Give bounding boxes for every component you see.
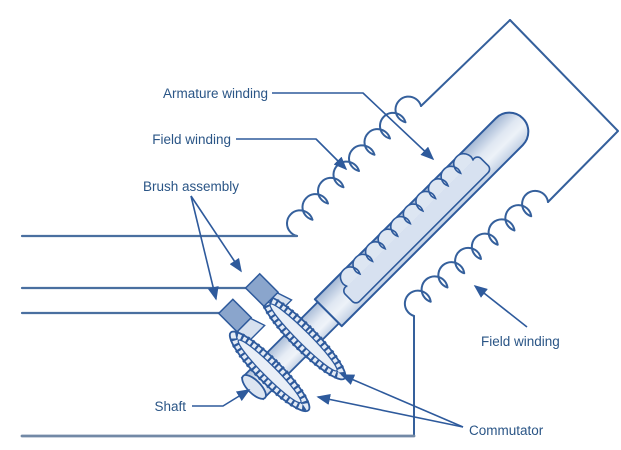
label-shaft: Shaft bbox=[154, 399, 186, 414]
commutator-ring-left bbox=[228, 330, 311, 413]
pointer-shaft bbox=[192, 389, 251, 407]
frame-right-edge bbox=[509, 19, 619, 203]
pointer-field-winding-right bbox=[473, 285, 528, 328]
label-commutator: Commutator bbox=[469, 423, 544, 438]
pointer-brush-upper bbox=[190, 195, 242, 273]
label-armature-winding: Armature winding bbox=[163, 86, 268, 101]
outer-circuit bbox=[286, 19, 619, 437]
pointer-commutator-left-ring bbox=[316, 393, 464, 428]
rotor-assembly bbox=[217, 111, 530, 413]
pointer-field-winding-left bbox=[236, 138, 348, 171]
pointer-commutator-right-ring bbox=[340, 374, 464, 428]
label-brush-assembly: Brush assembly bbox=[143, 179, 239, 194]
armature-winding-loops bbox=[339, 152, 475, 288]
brush-upper bbox=[244, 272, 280, 308]
frame-left-edge bbox=[420, 19, 511, 107]
lead-wires bbox=[20, 234, 416, 438]
label-field-winding-right: Field winding bbox=[481, 334, 560, 349]
field-coil-left bbox=[286, 95, 422, 237]
brush-lower bbox=[217, 298, 253, 333]
labels: Armature winding Field winding Brush ass… bbox=[143, 86, 560, 438]
pointer-lines bbox=[190, 92, 528, 428]
pointer-brush-lower bbox=[190, 195, 219, 301]
label-field-winding-left: Field winding bbox=[152, 132, 231, 147]
pointer-armature-winding bbox=[272, 92, 435, 161]
field-coil-right bbox=[403, 189, 549, 317]
armature-winding-slot bbox=[343, 156, 491, 304]
